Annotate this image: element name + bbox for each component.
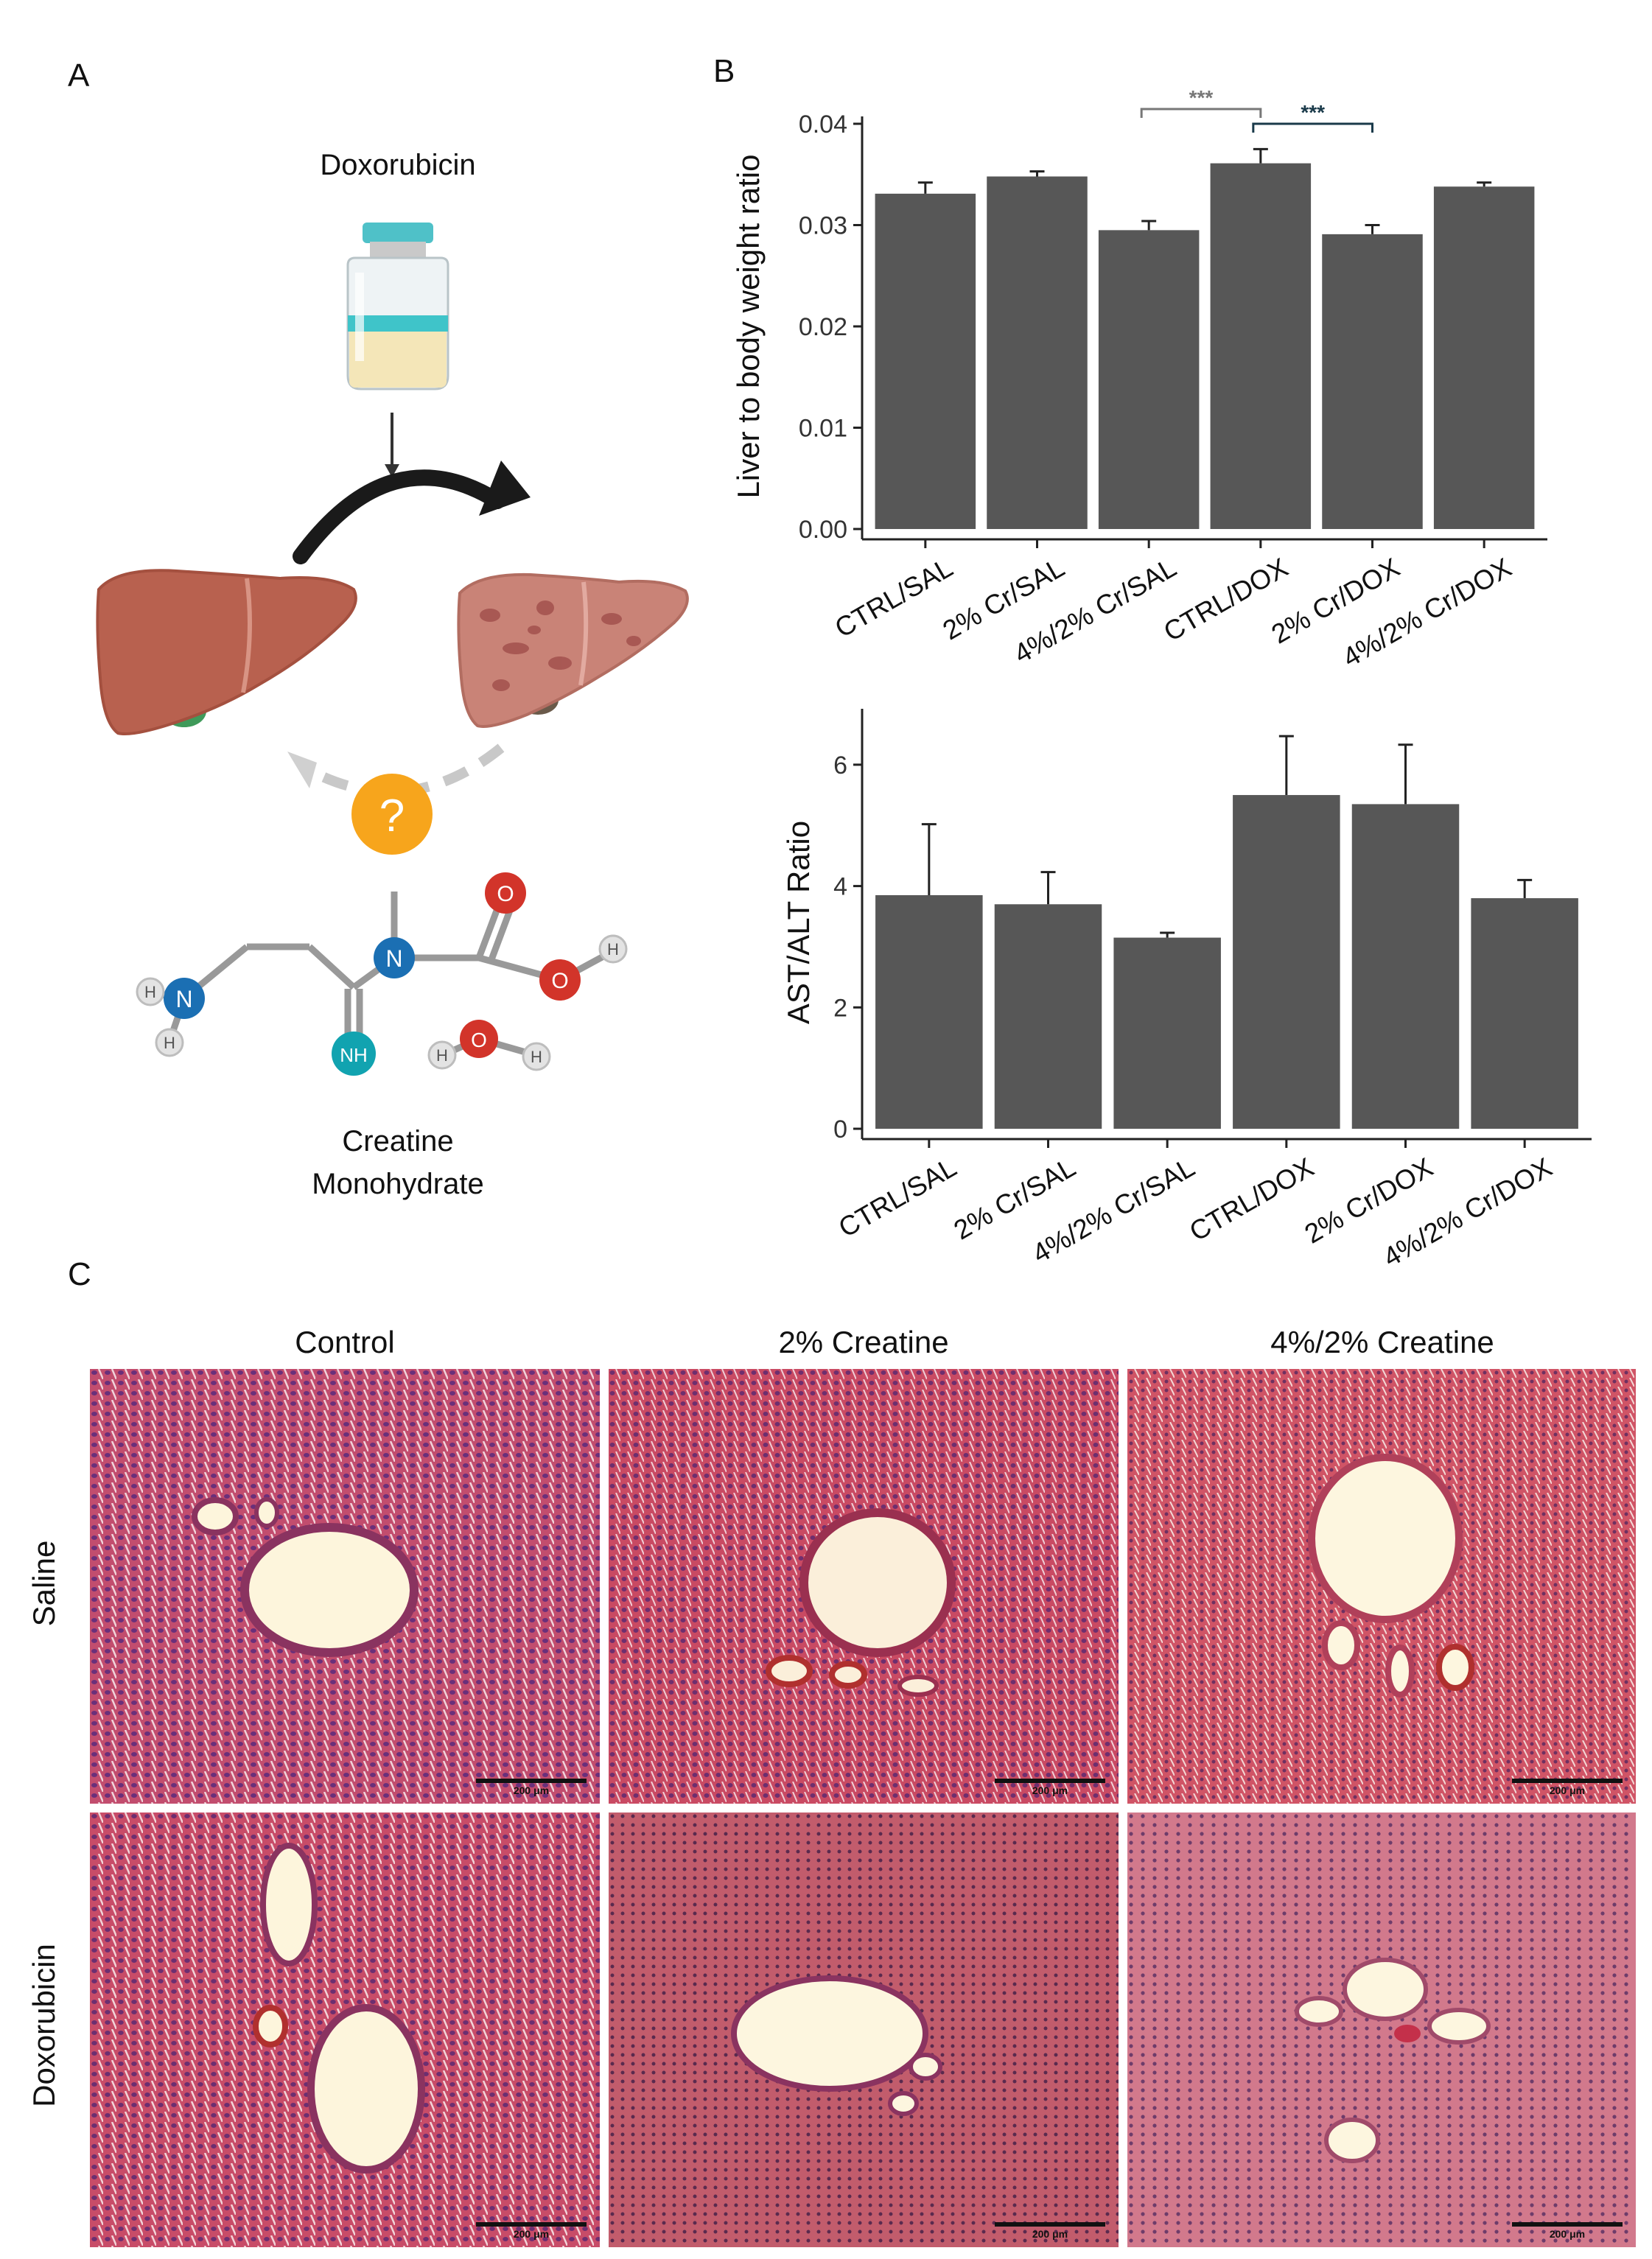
bar bbox=[987, 176, 1088, 529]
scale-bar: 200 μm bbox=[1512, 1779, 1623, 1796]
svg-text:H: H bbox=[144, 983, 156, 1001]
histology-grid: 200 μm 200 μm 200 μm bbox=[90, 1369, 1636, 2252]
scale-bar: 200 μm bbox=[476, 1779, 587, 1796]
svg-text:H: H bbox=[436, 1046, 448, 1065]
row-head-doxorubicin: Doxorubicin bbox=[27, 1944, 61, 2107]
col-head-2pct: 2% Creatine bbox=[778, 1325, 949, 1359]
y-tick-label: 0.03 bbox=[799, 212, 847, 240]
svg-text:H: H bbox=[531, 1048, 542, 1066]
bar bbox=[1098, 230, 1200, 529]
healthy-liver-icon bbox=[96, 569, 357, 735]
histology-dox-4-2pct: 200 μm bbox=[1127, 1813, 1636, 2247]
histology-dox-2pct: 200 μm bbox=[609, 1813, 1119, 2247]
vial-icon bbox=[346, 223, 449, 390]
drug-label: Doxorubicin bbox=[320, 149, 476, 181]
significance-bracket bbox=[1140, 108, 1262, 118]
panel-letter-b: B bbox=[713, 53, 735, 89]
question-icon: ? bbox=[351, 774, 433, 855]
significance-label: *** bbox=[1301, 101, 1325, 124]
svg-text:O: O bbox=[471, 1029, 487, 1051]
molecule-name-line2: Monohydrate bbox=[312, 1168, 484, 1200]
creatine-molecule-icon: N N NH O O O H H H H H bbox=[136, 872, 628, 1076]
panel-letter-a: A bbox=[68, 57, 90, 94]
y-tick-label: 0.04 bbox=[799, 111, 847, 139]
bar bbox=[994, 904, 1102, 1129]
bar bbox=[1210, 163, 1312, 529]
y-tick-label: 6 bbox=[833, 752, 847, 780]
svg-text:H: H bbox=[607, 940, 619, 959]
row-head-saline: Saline bbox=[27, 1540, 61, 1627]
y-tick-label: 4 bbox=[833, 873, 847, 901]
svg-text:?: ? bbox=[379, 791, 405, 841]
svg-text:N: N bbox=[385, 945, 402, 972]
scale-bar: 200 μm bbox=[1512, 2222, 1623, 2240]
svg-text:O: O bbox=[551, 969, 568, 993]
damaged-liver-icon bbox=[457, 572, 689, 728]
col-head-4-2pct: 4%/2% Creatine bbox=[1270, 1325, 1494, 1359]
y-axis-title: AST/ALT Ratio bbox=[781, 821, 816, 1024]
scale-bar: 200 μm bbox=[995, 1779, 1105, 1796]
x-tick-label: CTRL/SAL bbox=[830, 552, 958, 643]
bar bbox=[1471, 898, 1578, 1129]
y-tick-label: 0.01 bbox=[799, 415, 847, 443]
scale-bar: 200 μm bbox=[476, 2222, 587, 2240]
down-arrow-icon bbox=[385, 413, 399, 477]
molecule-name-line1: Creatine bbox=[342, 1125, 454, 1157]
y-tick-label: 0.00 bbox=[799, 516, 847, 544]
y-tick-label: 0 bbox=[833, 1116, 847, 1143]
bar bbox=[1233, 795, 1340, 1129]
schematic-illustration: ? N N NH O O O H H H bbox=[96, 223, 689, 1076]
histology-saline-4-2pct: 200 μm bbox=[1127, 1369, 1636, 1804]
histology-saline-control: 200 μm bbox=[90, 1369, 600, 1804]
histology-saline-2pct: 200 μm bbox=[609, 1369, 1119, 1804]
bar bbox=[1433, 186, 1535, 529]
svg-text:NH: NH bbox=[340, 1044, 368, 1066]
svg-text:N: N bbox=[175, 986, 192, 1012]
svg-text:H: H bbox=[164, 1034, 175, 1052]
y-tick-label: 2 bbox=[833, 994, 847, 1022]
histology-dox-control: 200 μm bbox=[90, 1813, 600, 2247]
significance-label: *** bbox=[1189, 86, 1214, 109]
svg-text:O: O bbox=[497, 882, 514, 906]
x-tick-label: CTRL/DOX bbox=[1184, 1152, 1319, 1247]
col-head-control: Control bbox=[295, 1325, 395, 1359]
bar bbox=[1322, 234, 1423, 529]
y-axis-title: Liver to body weight ratio bbox=[731, 155, 766, 499]
x-tick-label: CTRL/SAL bbox=[833, 1152, 962, 1243]
dashed-arrow-icon bbox=[287, 743, 505, 797]
scale-bar: 200 μm bbox=[995, 2222, 1105, 2240]
y-tick-label: 0.02 bbox=[799, 313, 847, 341]
bar bbox=[875, 193, 976, 529]
bar bbox=[1351, 804, 1460, 1129]
significance-bracket bbox=[1252, 122, 1373, 133]
bar bbox=[1113, 937, 1221, 1129]
bar bbox=[875, 894, 983, 1129]
panel-letter-c: C bbox=[68, 1256, 91, 1292]
curved-arrow-icon bbox=[293, 460, 531, 564]
molecule-name: Creatine Monohydrate bbox=[251, 1120, 545, 1205]
